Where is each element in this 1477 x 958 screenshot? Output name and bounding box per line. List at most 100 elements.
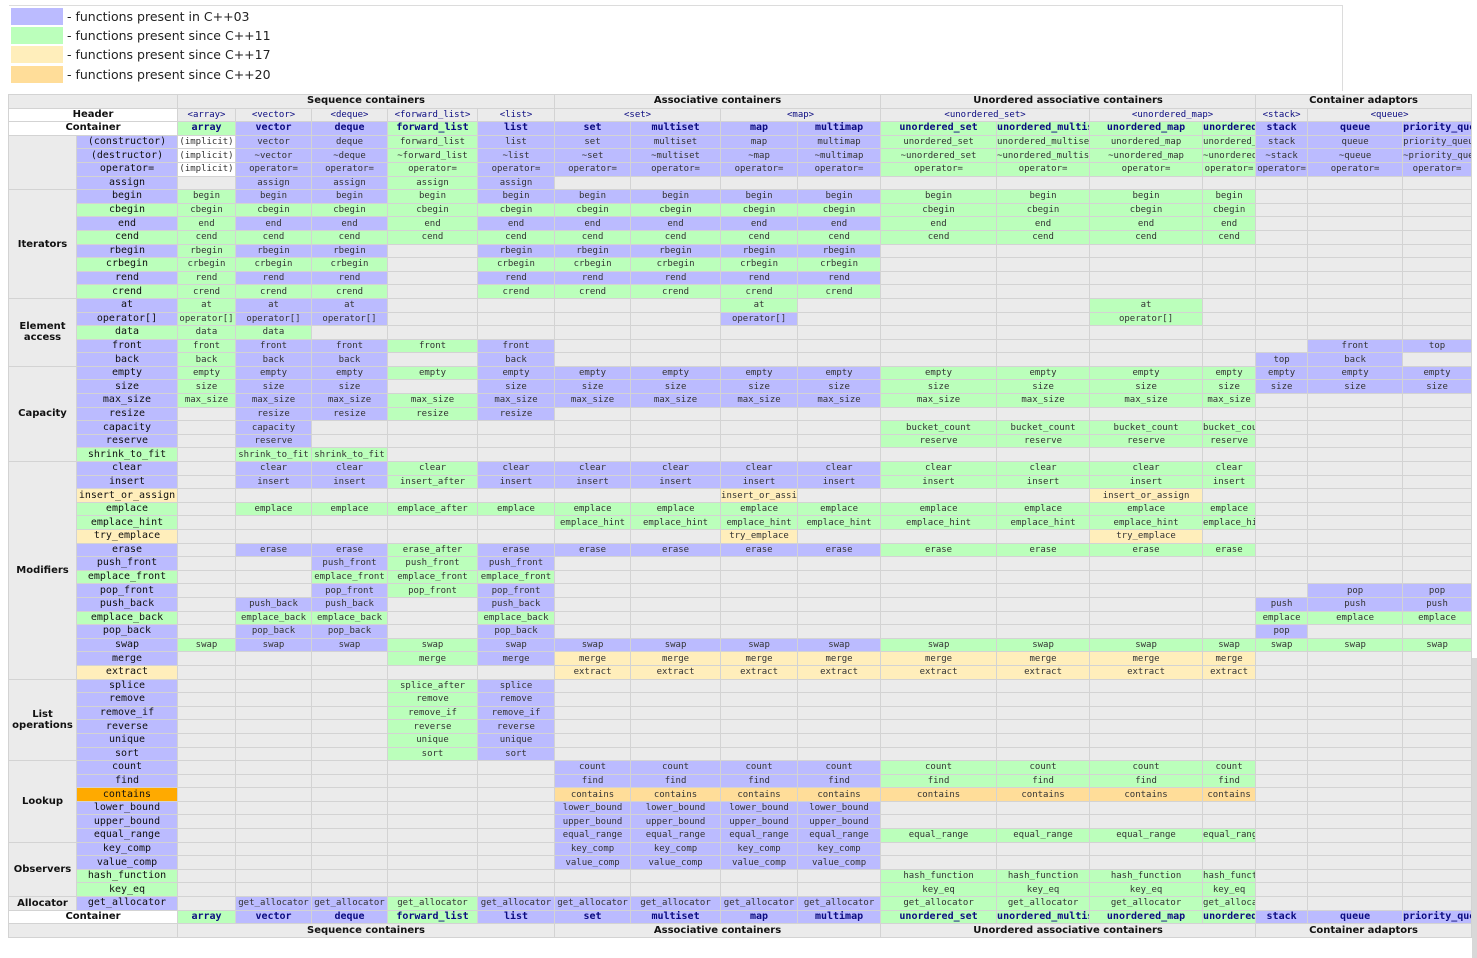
- function-link[interactable]: push: [1307, 596, 1404, 612]
- function-link[interactable]: end: [311, 216, 388, 231]
- function-name-link[interactable]: rbegin: [76, 243, 178, 259]
- function-link[interactable]: find: [880, 773, 998, 789]
- function-link[interactable]: swap: [797, 637, 882, 653]
- function-link[interactable]: shrink_to_fit: [235, 447, 312, 463]
- function-link[interactable]: operator=: [235, 161, 312, 177]
- function-link[interactable]: clear: [996, 461, 1091, 476]
- function-link[interactable]: crbegin: [311, 257, 388, 272]
- function-link[interactable]: get_allocator: [797, 896, 882, 911]
- function-link[interactable]: empty: [235, 365, 312, 381]
- function-link[interactable]: begin: [177, 189, 236, 204]
- function-link[interactable]: operator=: [880, 161, 998, 177]
- function-link[interactable]: erase: [1202, 542, 1257, 558]
- function-link[interactable]: priority_queue: [1402, 134, 1472, 150]
- header-file-link[interactable]: <map>: [720, 107, 882, 123]
- function-link[interactable]: emplace: [880, 501, 998, 517]
- function-link[interactable]: at: [1089, 297, 1204, 313]
- function-link[interactable]: emplace_back: [311, 610, 388, 626]
- function-name-link[interactable]: end: [76, 216, 178, 231]
- function-link[interactable]: pop_back: [311, 624, 388, 639]
- container-name-link[interactable]: multiset: [630, 121, 722, 136]
- function-link[interactable]: swap: [177, 637, 236, 653]
- function-link[interactable]: crend: [311, 284, 388, 299]
- function-link[interactable]: contains: [720, 787, 799, 802]
- function-link[interactable]: try_emplace: [1089, 529, 1204, 544]
- function-link[interactable]: max_size: [387, 393, 478, 408]
- function-name-link[interactable]: insert_or_assign: [76, 488, 178, 503]
- container-name-link[interactable]: deque: [311, 909, 388, 925]
- function-name-link[interactable]: max_size: [76, 393, 178, 408]
- function-link[interactable]: insert: [554, 474, 632, 490]
- function-link[interactable]: end: [630, 216, 722, 231]
- function-link[interactable]: empty: [996, 365, 1091, 381]
- function-link[interactable]: ~unordered_map: [1089, 148, 1204, 163]
- function-link[interactable]: list: [476, 134, 556, 150]
- function-name-link[interactable]: get_allocator: [76, 896, 178, 911]
- function-link[interactable]: get_allocator: [235, 896, 312, 911]
- function-link[interactable]: extract: [630, 664, 722, 680]
- function-name-link[interactable]: crbegin: [76, 257, 178, 272]
- function-link[interactable]: rbegin: [311, 243, 388, 259]
- header-file-link[interactable]: <set>: [554, 107, 722, 123]
- function-name-link[interactable]: emplace_hint: [76, 515, 178, 530]
- function-link[interactable]: vector: [235, 134, 312, 150]
- function-name-link[interactable]: shrink_to_fit: [76, 447, 178, 463]
- container-name-link[interactable]: array: [177, 909, 236, 925]
- function-link[interactable]: merge: [1202, 651, 1257, 666]
- function-link[interactable]: begin: [1089, 189, 1204, 204]
- function-link[interactable]: front: [177, 338, 236, 354]
- function-link[interactable]: end: [1089, 216, 1204, 231]
- function-link[interactable]: deque: [311, 134, 388, 150]
- function-link[interactable]: max_size: [311, 393, 388, 408]
- function-link[interactable]: pop_back: [235, 624, 312, 639]
- function-link[interactable]: ~multiset: [630, 148, 722, 163]
- function-link[interactable]: at: [177, 297, 236, 313]
- function-link[interactable]: crend: [476, 284, 556, 299]
- function-link[interactable]: max_size: [476, 393, 556, 408]
- container-name-link[interactable]: unordered_map: [1089, 909, 1204, 925]
- function-link[interactable]: begin: [630, 189, 722, 204]
- function-name-link[interactable]: erase: [76, 542, 178, 558]
- function-link[interactable]: size: [1089, 379, 1204, 395]
- function-link[interactable]: bucket_count: [880, 420, 998, 435]
- function-link[interactable]: operator=: [797, 161, 882, 177]
- function-link[interactable]: cend: [720, 229, 799, 245]
- function-link[interactable]: size: [554, 379, 632, 395]
- container-name-link[interactable]: unordered_multiset: [996, 909, 1091, 925]
- function-link[interactable]: begin: [476, 189, 556, 204]
- function-link[interactable]: empty: [720, 365, 799, 381]
- function-link[interactable]: insert_or_assign: [1089, 488, 1204, 503]
- function-name-link[interactable]: rend: [76, 270, 178, 286]
- function-link[interactable]: get_allocator: [387, 896, 478, 911]
- function-link[interactable]: get_allocator: [1089, 896, 1204, 911]
- function-link[interactable]: operator=: [1255, 161, 1309, 177]
- function-link[interactable]: pop_front: [387, 583, 478, 598]
- function-link[interactable]: merge: [797, 651, 882, 666]
- function-link[interactable]: clear: [311, 461, 388, 476]
- function-link[interactable]: key_eq: [1089, 882, 1204, 898]
- container-name-link[interactable]: priority_queue: [1402, 121, 1472, 136]
- function-link[interactable]: ~deque: [311, 148, 388, 163]
- function-link[interactable]: ~unordered_multimap: [1202, 148, 1257, 163]
- function-link[interactable]: rbegin: [476, 243, 556, 259]
- function-link[interactable]: reserve: [1089, 433, 1204, 449]
- function-link[interactable]: reverse: [476, 719, 556, 734]
- function-link[interactable]: begin: [880, 189, 998, 204]
- function-link[interactable]: top: [1255, 352, 1309, 367]
- function-link[interactable]: emplace: [1202, 501, 1257, 517]
- function-link[interactable]: extract: [996, 664, 1091, 680]
- function-link[interactable]: end: [720, 216, 799, 231]
- function-link[interactable]: sort: [387, 746, 478, 762]
- function-link[interactable]: remove_if: [387, 705, 478, 721]
- function-link[interactable]: crend: [235, 284, 312, 299]
- function-link[interactable]: get_allocator: [630, 896, 722, 911]
- function-link[interactable]: count: [996, 760, 1091, 775]
- function-name-link[interactable]: operator=: [76, 161, 178, 177]
- function-name-link[interactable]: try_emplace: [76, 529, 178, 544]
- function-link[interactable]: cend: [476, 229, 556, 245]
- function-link[interactable]: erase: [311, 542, 388, 558]
- function-name-link[interactable]: count: [76, 760, 178, 775]
- function-link[interactable]: operator=: [476, 161, 556, 177]
- function-link[interactable]: unordered_map: [1089, 134, 1204, 150]
- container-name-link[interactable]: map: [720, 121, 799, 136]
